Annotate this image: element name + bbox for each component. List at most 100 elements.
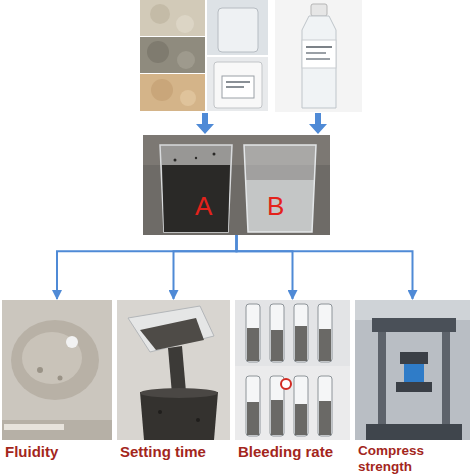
branch-arrow	[237, 235, 293, 299]
bleeding-rate-photo	[235, 300, 350, 440]
test-label: Compress strength	[355, 443, 470, 474]
beaker-photo	[174, 159, 177, 162]
beaker-photo	[143, 135, 330, 235]
fluidity-photo	[22, 332, 82, 384]
compression-machine-photo	[366, 424, 462, 440]
setting-time-photo	[117, 300, 230, 440]
bottle-photo	[275, 0, 362, 112]
compression-machine-photo	[378, 332, 386, 424]
liquid-container-photos	[214, 62, 262, 108]
mixing-arrows	[196, 113, 214, 134]
powder-photos	[147, 41, 169, 63]
fluidity-photo	[2, 420, 112, 440]
powder-photos	[140, 0, 205, 36]
test-photo-box: Bleeding rate	[235, 300, 350, 460]
beaker-photo	[160, 145, 232, 232]
powder-photos	[150, 4, 170, 24]
bleeding-rate-photo	[271, 330, 283, 361]
test-photo-box: Setting time	[117, 300, 230, 460]
bleeding-rate-photo	[235, 300, 350, 440]
fluidity-photo	[66, 336, 78, 348]
test-label: Bleeding rate	[235, 443, 350, 460]
bleeding-rate-photo	[294, 304, 308, 362]
powder-photos	[177, 51, 195, 69]
fluidity-photo	[2, 300, 112, 440]
bleeding-rate-photo	[246, 376, 260, 436]
liquid-container-photos	[207, 0, 268, 55]
test-label: Setting time	[117, 443, 230, 460]
compression-machine-photo	[355, 300, 470, 440]
bottle-photo	[302, 40, 336, 68]
fluidity-photo	[58, 376, 63, 381]
bleeding-rate-photo	[247, 328, 259, 361]
powder-photos	[151, 79, 173, 101]
liquid-container-photos	[226, 86, 244, 88]
bleeding-rate-photo	[318, 376, 332, 436]
branch-arrow	[237, 235, 413, 299]
bottle-photo	[306, 46, 332, 48]
bleeding-rate-photo	[247, 402, 259, 435]
bleeding-rate-photo	[294, 376, 308, 436]
bleeding-rate-photo	[295, 326, 307, 361]
liquid-container-photos	[218, 8, 258, 52]
setting-time-photo	[117, 300, 230, 440]
compression-machine-photo	[396, 382, 432, 392]
powder-photos	[140, 37, 205, 73]
setting-time-photo	[140, 318, 204, 350]
bottle-photo	[275, 0, 362, 112]
fluidity-photo	[4, 424, 64, 430]
powder-photos	[180, 90, 196, 106]
powder-photos	[140, 74, 205, 111]
bleeding-rate-photo	[235, 300, 350, 366]
setting-time-photo	[196, 418, 200, 422]
beaker-photo	[143, 135, 330, 235]
bleeding-rate-photo	[319, 401, 331, 435]
test-label: Fluidity	[2, 443, 112, 460]
beaker-letter: A	[195, 193, 212, 219]
liquid-container-photos	[226, 81, 250, 83]
mixing-arrows	[196, 113, 327, 134]
bottle-photo	[311, 4, 327, 16]
liquid-container-photos	[207, 57, 268, 111]
bottle-photo	[302, 16, 336, 108]
bleeding-rate-photo	[295, 404, 307, 435]
fluidity-photo	[2, 300, 112, 440]
powder-photos	[140, 0, 205, 111]
beaker-photo	[162, 165, 230, 232]
bleeding-rate-photo	[271, 400, 283, 435]
bleeding-rate-photo	[319, 329, 331, 361]
setting-time-photo	[128, 306, 214, 352]
compression-machine-photo	[372, 318, 456, 332]
liquid-container-photos	[207, 0, 268, 111]
bottle-photo	[306, 58, 330, 60]
beaker-photo	[246, 180, 314, 232]
beaker-photo	[244, 145, 316, 232]
test-photo-box: Compress strength	[355, 300, 470, 474]
compression-machine-photo	[442, 332, 450, 424]
setting-time-photo	[168, 346, 186, 394]
mixing-arrows	[309, 113, 327, 134]
bleeding-rate-photo	[270, 304, 284, 362]
compression-machine-photo	[400, 352, 428, 364]
branch-arrow	[174, 235, 237, 299]
setting-time-photo	[158, 410, 162, 414]
bottle-photo	[306, 52, 326, 54]
bleeding-rate-photo	[318, 304, 332, 362]
bleeding-rate-photo	[246, 304, 260, 362]
branch-arrow	[57, 235, 237, 299]
liquid-container-photos	[222, 76, 254, 98]
setting-time-photo	[140, 392, 218, 440]
fluidity-photo	[11, 320, 99, 400]
mixture-photo-box: AB	[143, 135, 330, 235]
beaker-letter: B	[267, 193, 284, 219]
beaker-photo	[195, 157, 197, 159]
compression-machine-photo	[355, 300, 470, 440]
compression-machine-photo	[404, 364, 424, 382]
fluidity-photo	[37, 367, 43, 373]
test-photo-box: Fluidity	[2, 300, 112, 460]
beaker-photo	[213, 153, 216, 156]
bleeding-rate-photo	[281, 379, 291, 389]
setting-time-photo	[140, 388, 218, 398]
